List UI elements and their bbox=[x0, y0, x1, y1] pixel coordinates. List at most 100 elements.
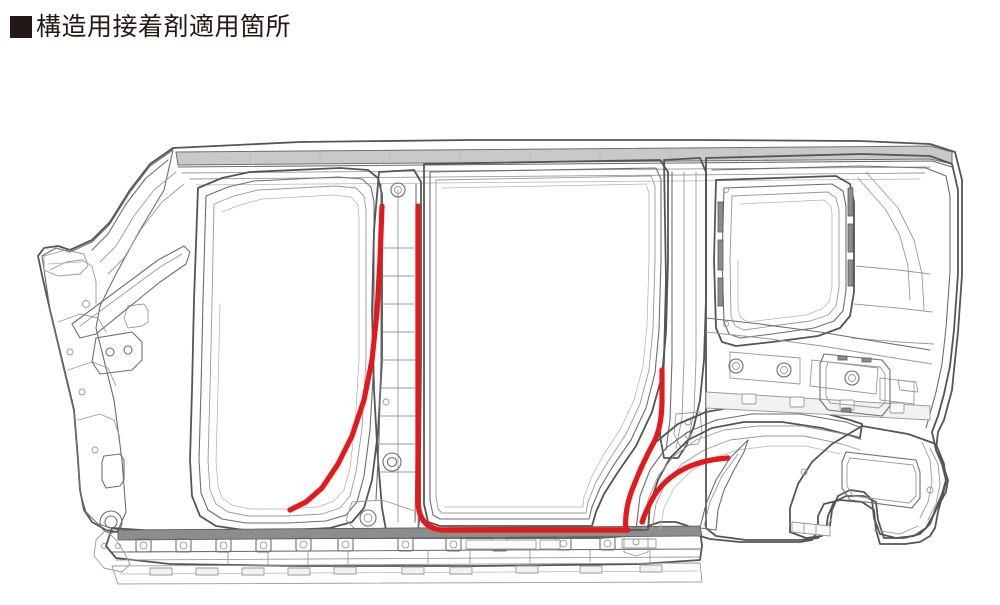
b-pillar-base-hole-outer bbox=[359, 509, 377, 527]
page-title-label: 構造用接着剤適用箇所 bbox=[36, 12, 292, 41]
c-pillar-line-1 bbox=[665, 171, 673, 451]
rear-sill-ext-body bbox=[699, 439, 749, 531]
quarter-window-hole-1 bbox=[723, 321, 729, 327]
a-pillar-lower-rib-3 bbox=[77, 413, 121, 439]
a-pillar-inner-edge-2 bbox=[99, 171, 177, 263]
rear-corner-hole-2 bbox=[926, 486, 934, 494]
rear-corner bbox=[789, 425, 947, 539]
rocker-fastener bbox=[445, 537, 462, 552]
rocker-inner-detail-group bbox=[149, 538, 663, 576]
rear-panel-grommet-3 bbox=[844, 370, 860, 386]
rear-panel-grommet-2 bbox=[776, 362, 792, 378]
rear-door-aperture-inner bbox=[435, 175, 656, 514]
a-pillar-inner-edge-1 bbox=[91, 159, 169, 251]
wheel-arch-hole-1 bbox=[632, 538, 640, 546]
rear-corner-body bbox=[789, 425, 947, 539]
fuel-filler-clip-top-2 bbox=[861, 357, 872, 363]
a-pillar-hole-3 bbox=[78, 388, 86, 396]
rear-panel-grommet-1 bbox=[728, 358, 744, 374]
rear-panel-shelf-line-2 bbox=[705, 331, 933, 365]
rear-door-opening bbox=[423, 159, 669, 527]
quarter-window-outer bbox=[713, 175, 855, 347]
c-pillar-line-2 bbox=[675, 171, 685, 449]
front-door-weatherstrip-line bbox=[215, 194, 360, 510]
b-pillar-top-hole-outer bbox=[390, 182, 406, 198]
quarter-window-inner bbox=[729, 191, 840, 331]
b-pillar-rib-group bbox=[378, 247, 416, 473]
rocker-sill bbox=[93, 525, 703, 585]
adhesive-wheel-arch-upper-bead bbox=[639, 455, 731, 525]
body-side-svg bbox=[37, 139, 963, 585]
a-pillar-fold-line bbox=[49, 259, 97, 305]
hinge-pillar-ring-inner bbox=[104, 515, 118, 529]
page-title: 構造用接着剤適用箇所 bbox=[10, 14, 291, 39]
wheel-arch-line-2 bbox=[643, 425, 863, 531]
title-marker-icon bbox=[10, 15, 32, 38]
body-outer-silhouette bbox=[37, 139, 963, 545]
b-pillar-hole-mid bbox=[382, 398, 390, 406]
a-pillar-outer bbox=[41, 149, 174, 531]
rear-corner-hole-1 bbox=[800, 468, 808, 476]
rear-panel-crease-3 bbox=[855, 265, 931, 275]
rocker-fastener bbox=[295, 537, 312, 552]
rear-panel-shelf-line bbox=[705, 317, 931, 351]
quarter-window-hole-2 bbox=[723, 187, 729, 193]
body-side-diagram bbox=[0, 60, 1000, 605]
rocker-fastener bbox=[215, 538, 232, 553]
adhesive-b-pillar-front-bead bbox=[287, 203, 385, 513]
front-vent-inner bbox=[79, 253, 183, 327]
rocker-lower-flange bbox=[111, 562, 703, 585]
b-pillar-striker-ring-outer bbox=[382, 452, 402, 472]
rear-panel-oval-cut bbox=[897, 379, 919, 393]
rear-panel-crease-4 bbox=[853, 303, 933, 313]
fuel-filler-clip-top-1 bbox=[837, 355, 848, 361]
fuel-filler bbox=[819, 353, 891, 417]
rear-panel-grommet-1-inner bbox=[732, 362, 740, 370]
rear-door-aperture-outer bbox=[423, 159, 669, 527]
a-pillar-lower-rib-1 bbox=[57, 313, 107, 333]
rear-sill-extension bbox=[699, 439, 749, 531]
a-pillar-inner-edge-3 bbox=[107, 183, 185, 275]
rear-corner-rib-2 bbox=[919, 441, 933, 519]
hinge-bolt-hole-1 bbox=[105, 347, 115, 357]
a-pillar bbox=[41, 149, 185, 531]
rocker-fastener-group bbox=[135, 536, 616, 553]
hinge-bolt-hole-2 bbox=[123, 345, 133, 355]
rocker-fastener bbox=[135, 538, 152, 553]
quarter-window-seal-line bbox=[737, 199, 833, 323]
a-pillar-hole-2 bbox=[66, 348, 74, 356]
fuel-filler-opening bbox=[819, 353, 891, 417]
fuel-filler-clip-bottom bbox=[841, 407, 852, 413]
rear-corner-lower-band bbox=[791, 521, 831, 537]
rear-panel-detail bbox=[705, 171, 935, 421]
hinge-pillar-detail bbox=[91, 303, 149, 549]
quarter-window-mid bbox=[721, 183, 847, 339]
rear-corner-flange-2 bbox=[873, 525, 919, 535]
rear-panel-grommet-2-inner bbox=[780, 366, 788, 374]
b-pillar-striker-ring-inner bbox=[386, 456, 398, 468]
rear-panel-crease-1 bbox=[857, 177, 911, 301]
front-door-aperture-inner bbox=[207, 185, 367, 517]
wheel-arch-line-1 bbox=[635, 413, 863, 531]
b-pillar-base-hole-inner bbox=[363, 513, 373, 523]
rear-sill-ext-line bbox=[703, 453, 739, 527]
rear-panel-recess-2 bbox=[809, 359, 879, 395]
tail-lamp-cutout-inner bbox=[846, 457, 917, 504]
rocker-line-lower-2 bbox=[115, 556, 701, 561]
front-vent-outline bbox=[71, 245, 191, 339]
hinge-bracket-small bbox=[123, 303, 149, 329]
c-pillar-line-3 bbox=[687, 171, 697, 443]
roof-rail-line-1 bbox=[177, 160, 953, 168]
wheel-arch-line-4 bbox=[659, 445, 841, 531]
cowl-plate bbox=[43, 249, 89, 277]
front-door-opening bbox=[189, 167, 383, 531]
a-pillar-lower-rib-2 bbox=[67, 361, 117, 387]
rear-door-aperture-mid bbox=[429, 167, 662, 520]
wheel-arch-line-3 bbox=[651, 435, 861, 531]
tail-lamp-cutout bbox=[841, 451, 921, 509]
rocker-fastener bbox=[599, 536, 616, 551]
cowl-detail bbox=[43, 249, 89, 277]
hinge-plate bbox=[91, 331, 143, 375]
quarter-panel-inner-edge bbox=[711, 165, 951, 429]
